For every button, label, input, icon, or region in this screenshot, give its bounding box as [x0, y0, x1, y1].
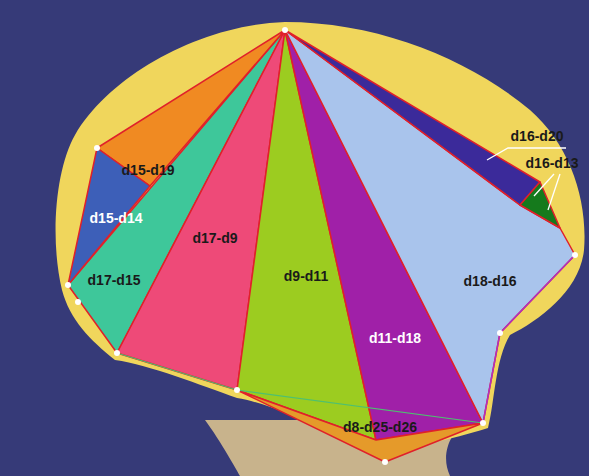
green-edge: [117, 353, 483, 423]
distance-label: d15-d19: [122, 163, 175, 177]
distance-label: d17-d15: [88, 273, 141, 287]
distance-label: d8-d25-d26: [343, 420, 417, 434]
distance-label: d16-d13: [526, 156, 579, 170]
distance-label: d15-d14: [90, 211, 143, 225]
distance-label: d17-d9: [192, 231, 237, 245]
distance-label: d11-d18: [369, 331, 421, 345]
triangles: [68, 30, 575, 462]
distance-label: d18-d16: [464, 274, 517, 288]
distance-label: d16-d20: [511, 129, 564, 143]
distance-label: d9-d11: [284, 269, 328, 283]
landmark-dots: [65, 27, 578, 465]
bone-outline: [56, 22, 585, 450]
